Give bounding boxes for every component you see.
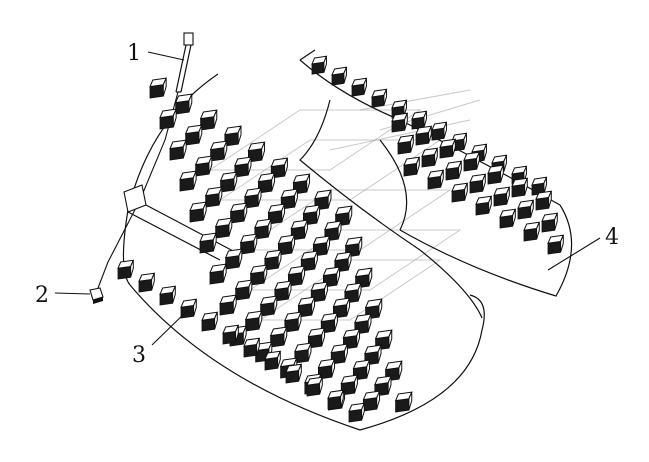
padfoot [159, 108, 177, 130]
padfoot [239, 233, 258, 255]
padfoot [348, 402, 366, 423]
callout-1: 1 [127, 41, 141, 66]
padfoot [541, 212, 559, 233]
padfoot [307, 327, 326, 349]
padfoot [285, 363, 303, 384]
padfoot [351, 77, 368, 97]
padfoot [374, 375, 392, 397]
padfoot [284, 311, 302, 333]
padfoot [463, 151, 481, 172]
padfoot [451, 182, 469, 203]
padfoot [475, 195, 493, 216]
padfoot [189, 201, 207, 223]
padfoot [149, 77, 167, 99]
padfoot [244, 310, 263, 332]
padfoot [327, 389, 345, 410]
padfoot [317, 358, 336, 380]
padfoot [224, 248, 243, 270]
padfoot [264, 350, 282, 371]
padfoot [547, 234, 565, 255]
padfoot [257, 172, 276, 194]
padfoot [397, 134, 415, 155]
padfoot [244, 187, 262, 209]
callout-3: 3 [132, 343, 146, 368]
padfoot [214, 217, 233, 239]
padfoot [277, 234, 296, 256]
padfoot [224, 125, 242, 147]
padfoot [427, 169, 445, 190]
padfoot [201, 311, 219, 332]
padfoot [234, 279, 253, 301]
padfoot [199, 232, 217, 254]
padfoot [334, 205, 353, 227]
padfoot [209, 263, 227, 285]
padfoot [391, 112, 409, 133]
padfoot [371, 88, 388, 108]
padfoot [415, 125, 433, 146]
padfoot [294, 342, 312, 364]
padfoot [523, 221, 541, 242]
padfoot [174, 93, 193, 115]
padfoot [194, 155, 213, 177]
padfoot [322, 266, 341, 288]
padfoot [117, 259, 135, 280]
padfoot [421, 147, 439, 168]
padfoot [254, 218, 272, 240]
padfoot [274, 280, 292, 302]
padfoot [249, 264, 268, 286]
padfoot [259, 295, 278, 317]
padfeet-back-shell [311, 55, 565, 255]
padfoot [234, 156, 252, 178]
padfoot [229, 202, 248, 224]
leader-line-1 [147, 51, 185, 61]
padfoot [469, 173, 487, 194]
padfoot [431, 121, 448, 141]
padfoot [511, 177, 529, 198]
padfoot [362, 390, 381, 412]
padfoot [269, 326, 288, 348]
padfoot [247, 141, 266, 163]
padfoot [219, 171, 238, 193]
padfoot [306, 376, 324, 397]
padfoot [184, 124, 203, 146]
padfoot [222, 324, 240, 345]
padfoot [411, 110, 428, 130]
callout-2: 2 [35, 283, 49, 308]
leader-line-3 [151, 309, 189, 346]
padfoot [204, 186, 223, 208]
padfoot [267, 203, 286, 225]
padfoot [499, 208, 517, 229]
padfoot [169, 139, 187, 161]
padfoot [517, 199, 535, 220]
leader-line-4 [547, 237, 601, 271]
padfoot [445, 160, 463, 181]
padfoot [311, 55, 328, 75]
padfoot [487, 164, 505, 185]
padfoot [179, 170, 197, 192]
nut [89, 287, 104, 304]
callout-4: 4 [605, 225, 619, 250]
padfoot [493, 186, 511, 207]
padfoot [243, 337, 261, 358]
padfoot [159, 285, 177, 306]
padfeet-front-shell [117, 77, 413, 423]
padfoot [199, 109, 218, 131]
padfoot [451, 132, 468, 152]
padfoot [403, 156, 421, 177]
padfoot [180, 298, 198, 319]
padfoot [264, 249, 282, 271]
padfoot [287, 265, 306, 287]
padfoot [219, 294, 237, 316]
padfoot [535, 190, 553, 211]
padfoot [439, 138, 457, 159]
padfoot [394, 391, 413, 413]
padfoot [209, 140, 228, 162]
padfoot [138, 272, 156, 293]
padfoot [340, 374, 359, 396]
leader-line-2 [54, 292, 91, 295]
padfoot [331, 66, 348, 86]
